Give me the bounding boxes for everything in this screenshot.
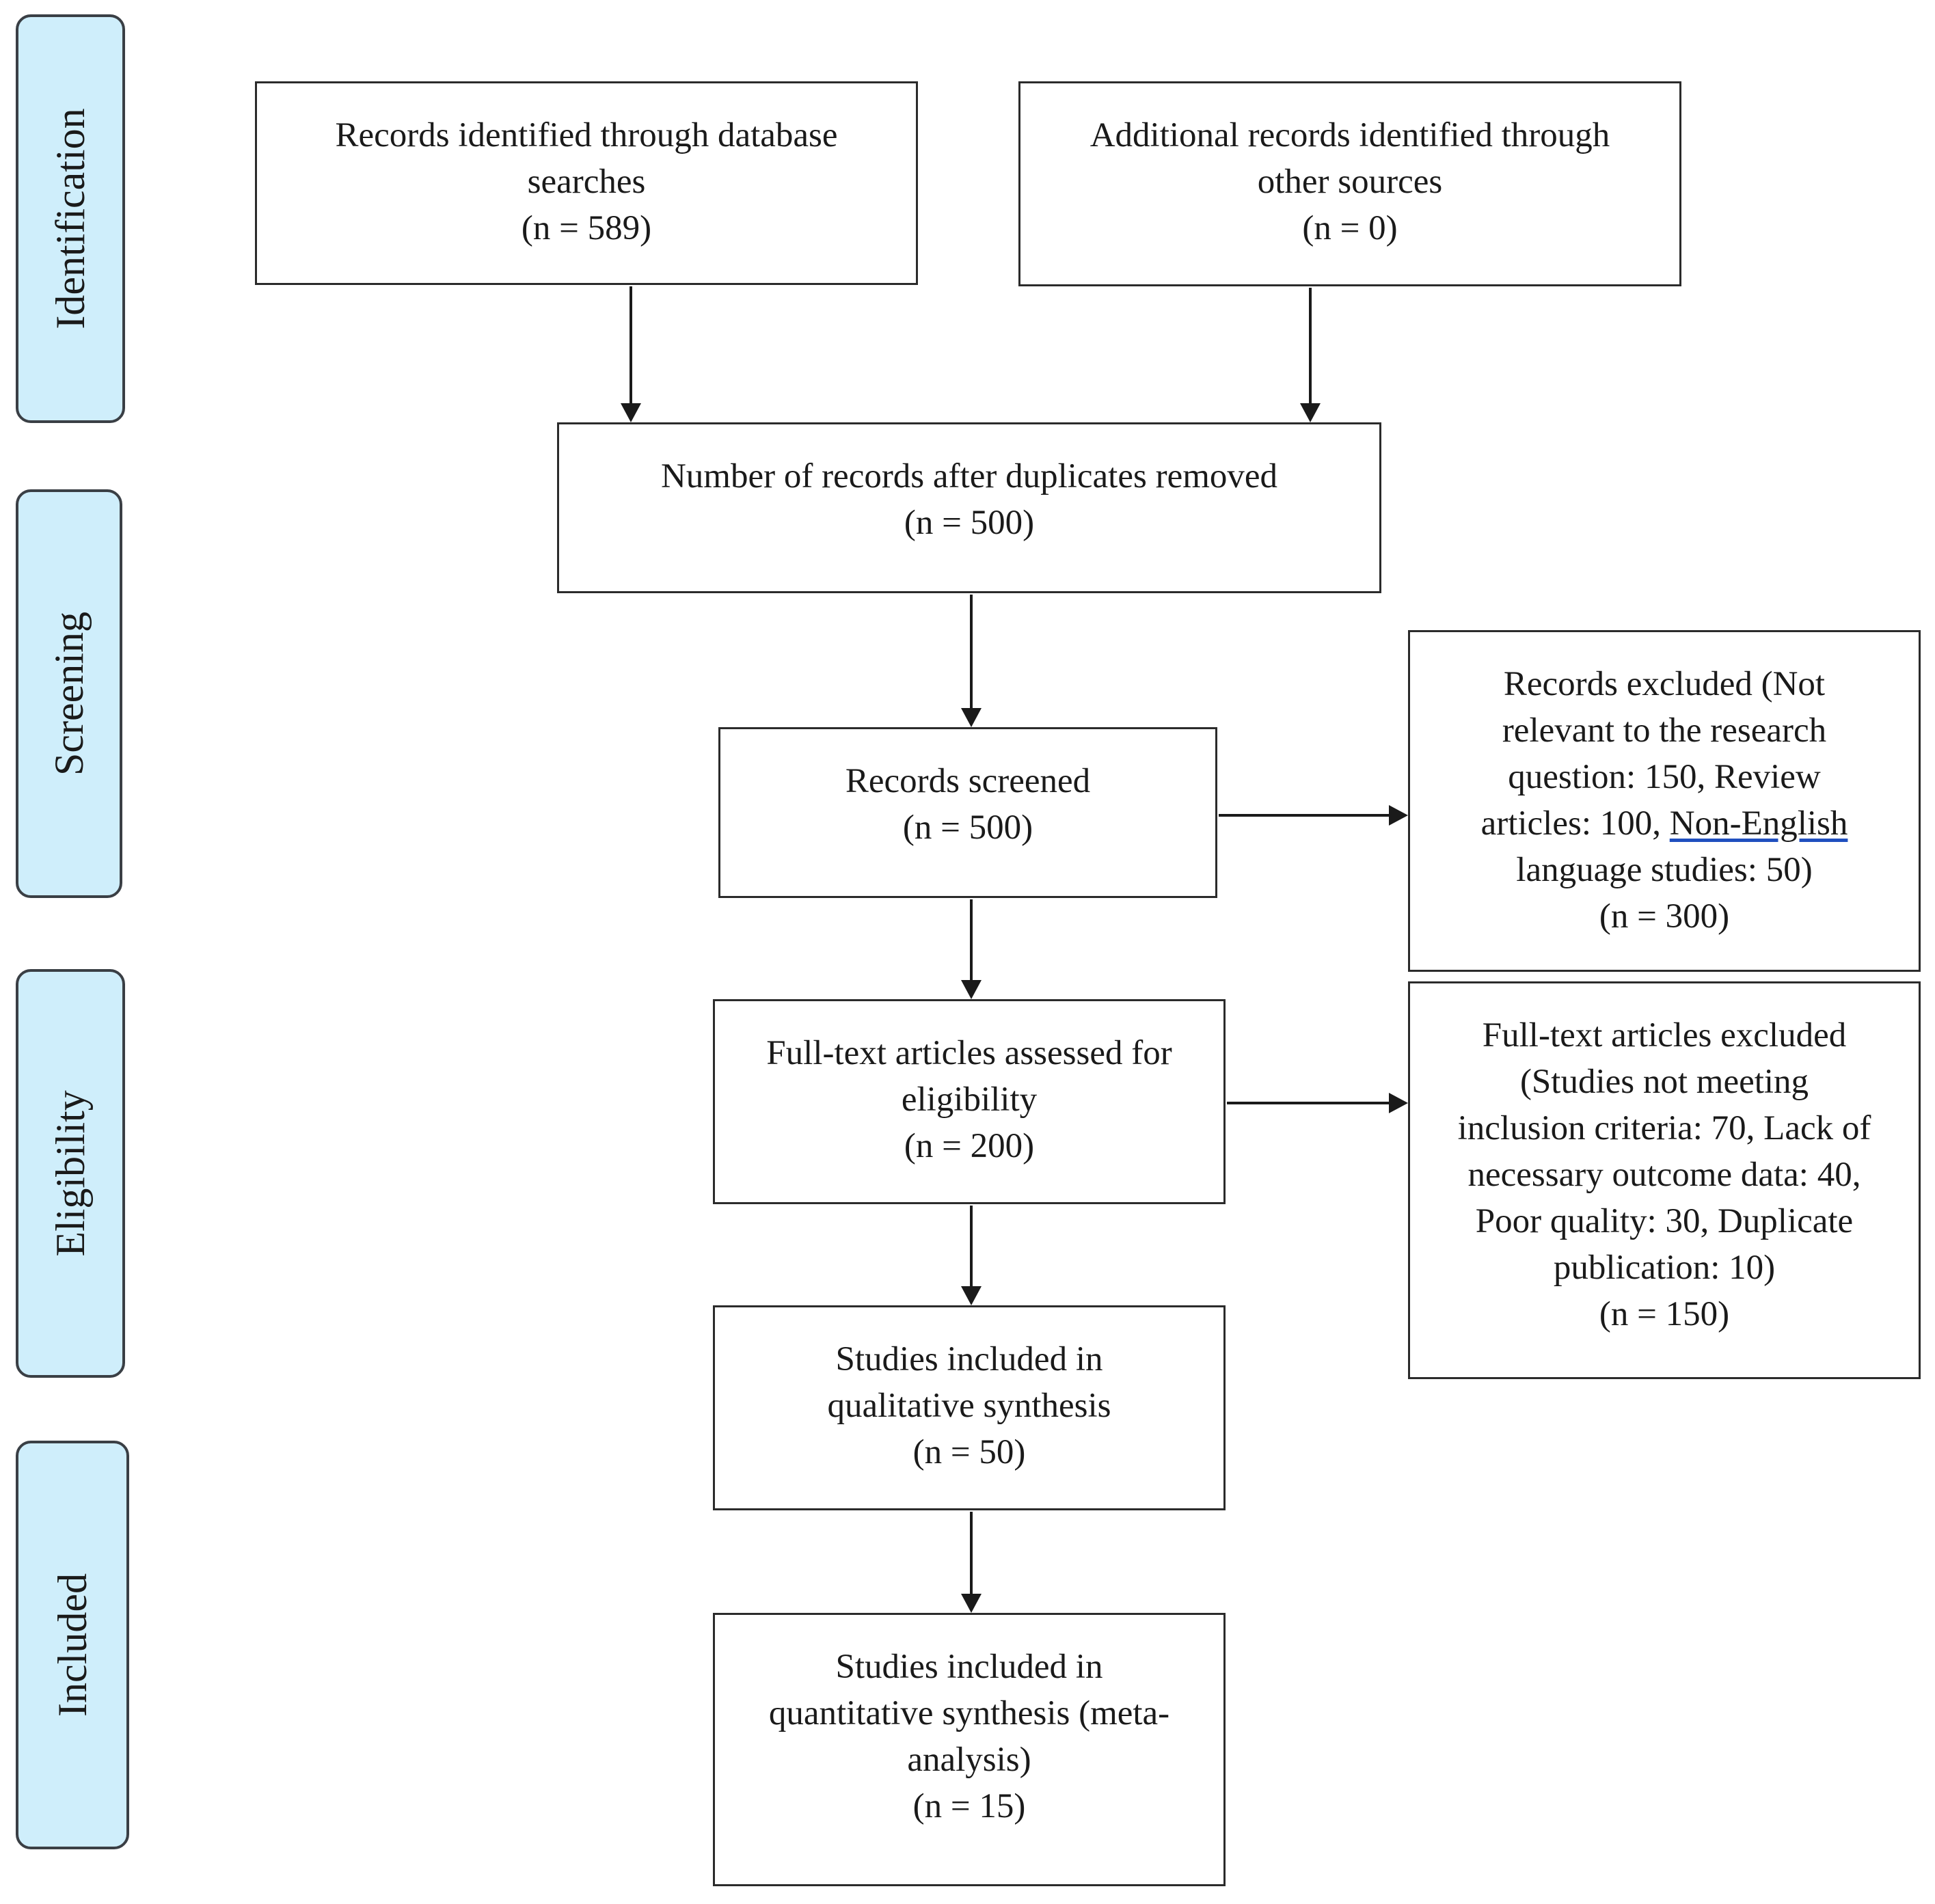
arrowhead-database — [621, 403, 641, 422]
box-records-excluded: Records excluded (Not relevant to the re… — [1408, 630, 1921, 972]
arrowhead-excluded-screen — [1389, 805, 1408, 826]
box-database-records-text: Records identified through database sear… — [335, 116, 838, 247]
box-fulltext-assessed: Full-text articles assessed for eligibil… — [713, 999, 1226, 1204]
arrowhead-screened — [961, 708, 982, 727]
box-fulltext-excluded-text: Full-text articles excluded (Studies not… — [1457, 1016, 1871, 1333]
box-records-screened-text: Records screened (n = 500) — [845, 762, 1091, 847]
arrowhead-quantitative — [961, 1594, 982, 1613]
box-quantitative-synthesis-text: Studies included in quantitative synthes… — [768, 1648, 1170, 1825]
box-records-excluded-text: Records excluded (Not relevant to the re… — [1481, 661, 1848, 940]
box-qualitative-synthesis-text: Studies included in qualitative synthesi… — [827, 1340, 1111, 1471]
box-other-sources-text: Additional records identified through ot… — [1090, 116, 1610, 247]
phase-included: Included — [16, 1441, 129, 1849]
records-excluded-text-b: language studies: 50) (n = 300) — [1516, 851, 1813, 936]
phase-eligibility: Eligibility — [16, 969, 125, 1378]
phase-screening: Screening — [16, 489, 122, 898]
records-excluded-text-a: Records excluded (Not relevant to the re… — [1480, 665, 1827, 843]
box-after-duplicates: Number of records after duplicates remov… — [557, 422, 1381, 593]
box-other-sources: Additional records identified through ot… — [1018, 81, 1681, 286]
box-database-records: Records identified through database sear… — [255, 81, 918, 285]
box-fulltext-excluded: Full-text articles excluded (Studies not… — [1408, 981, 1921, 1379]
non-english-underlined: Non-English — [1669, 804, 1848, 843]
arrowhead-qualitative — [961, 1286, 982, 1305]
arrowhead-fulltext — [961, 980, 982, 999]
box-quantitative-synthesis: Studies included in quantitative synthes… — [713, 1613, 1226, 1886]
phase-identification: Identification — [16, 14, 125, 423]
box-qualitative-synthesis: Studies included in qualitative synthesi… — [713, 1305, 1226, 1510]
box-fulltext-assessed-text: Full-text articles assessed for eligibil… — [766, 1034, 1172, 1165]
arrowhead-other — [1300, 403, 1321, 422]
arrowhead-excluded-fulltext — [1389, 1093, 1408, 1113]
box-after-duplicates-text: Number of records after duplicates remov… — [660, 457, 1278, 542]
box-records-screened: Records screened (n = 500) — [718, 727, 1217, 898]
